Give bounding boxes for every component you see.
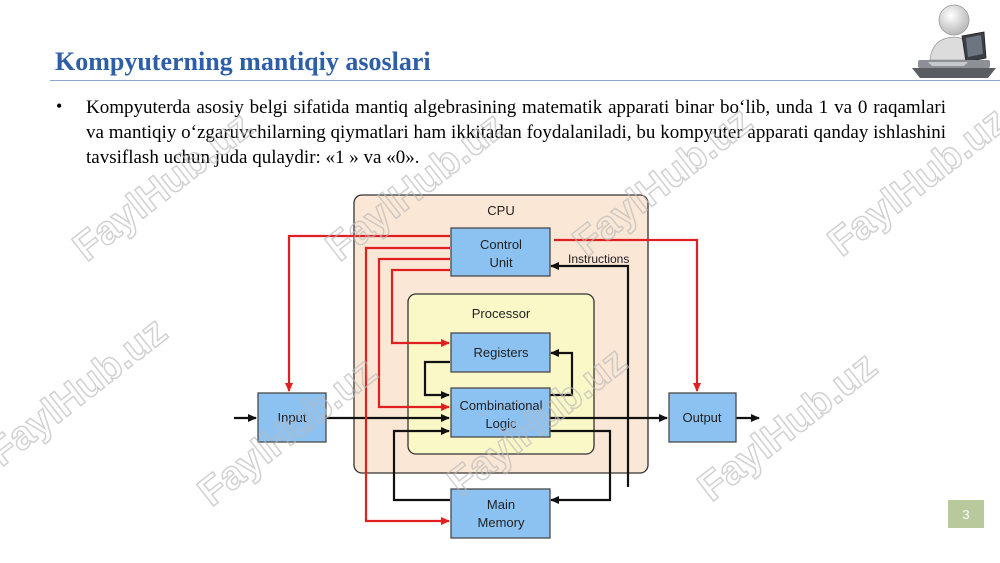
registers-to-logic-loop [423,360,450,399]
registers-label: Registers [474,345,529,360]
cpu-label: CPU [487,203,514,218]
logic-to-memory-arrow [550,429,612,504]
processor-label: Processor [472,306,531,321]
control-to-output-signal [554,238,701,392]
main-memory-block [450,488,551,539]
instructions-label: Instructions [568,252,629,266]
output-block [668,392,737,443]
main-memory-label-line-2: Memory [478,515,525,530]
control-to-memory-signal [364,246,450,525]
bullet-paragraph: Kompyuterda asosiy belgi sifatida mantiq… [86,97,946,168]
bullet-dot-icon: • [56,96,63,116]
control-to-registers-signal [390,268,450,347]
instructions-arrow [550,262,630,487]
control-unit-label-line-2: Unit [489,255,513,270]
combinational-logic-block [450,387,551,438]
title-divider [50,80,1000,81]
control-to-input-signal [285,234,450,392]
registers-block [450,332,551,373]
input-label: Input [278,410,307,425]
memory-to-logic-arrow [392,427,450,502]
page-number-badge: 3 [948,500,984,528]
slide-title: Kompyuterning mantiqiy asoslari [55,47,431,76]
presenter-at-computer-icon [912,4,996,78]
combinational-logic-label-line-1: Combinational [459,398,542,413]
control-to-logic-signal [377,257,450,411]
combinational-logic-label-line-2: Logic [485,416,517,431]
control-unit-label-line-1: Control [480,237,522,252]
input-block [257,392,327,443]
output-label: Output [682,410,721,425]
logic-to-registers-loop [550,349,574,397]
control-unit-block [450,227,551,277]
main-memory-label-line-1: Main [487,497,515,512]
